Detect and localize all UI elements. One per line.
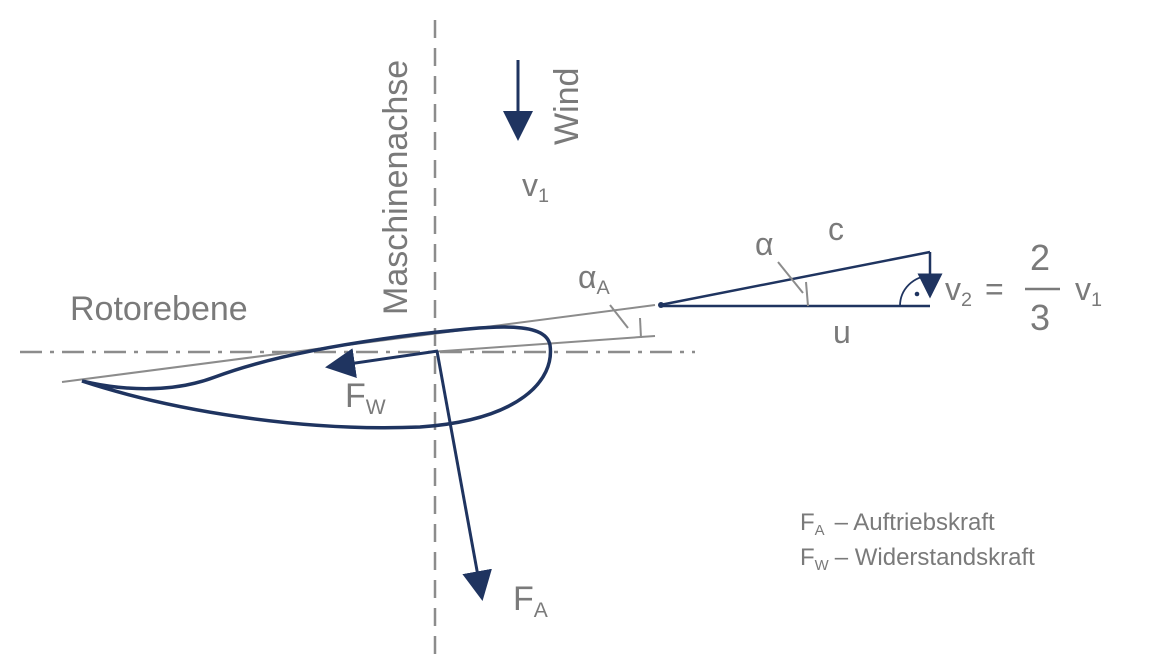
- v2-subscript: 2: [961, 289, 972, 311]
- alpha-a-tick: [639, 317, 642, 339]
- alpha-a-reference-line: [429, 335, 656, 353]
- alpha-label: α: [755, 226, 774, 262]
- alpha-a-label: αA: [578, 259, 611, 299]
- fw-main: F: [345, 377, 366, 415]
- legend-lift-symbol: F: [800, 509, 815, 536]
- legend-item-drag: FW – Widerstandskraft: [800, 544, 1035, 574]
- alpha-a-main: α: [578, 259, 597, 295]
- legend-drag-symbol: F: [800, 544, 815, 571]
- legend-drag-text: – Widerstandskraft: [835, 544, 1035, 571]
- equals-sign: =: [985, 271, 1004, 307]
- v1-main: v: [522, 167, 538, 203]
- fa-main: F: [513, 580, 534, 618]
- fa-label: FA: [513, 580, 549, 622]
- alpha-pointer: [777, 261, 804, 294]
- v1-right-main: v: [1075, 271, 1091, 307]
- fraction-numerator: 2: [1030, 237, 1050, 278]
- right-angle-dot: [914, 291, 920, 297]
- fw-arrow: [325, 348, 439, 378]
- alpha-a-pointer: [609, 304, 629, 329]
- wind-label: Wind: [548, 68, 586, 145]
- v1-right-subscript: 1: [1091, 289, 1102, 311]
- fraction-denominator: 3: [1030, 297, 1050, 338]
- fw-label: FW: [345, 377, 386, 419]
- right-angle-arc: [899, 275, 931, 307]
- fw-subscript: W: [366, 396, 386, 419]
- fa-arrow: [435, 350, 492, 601]
- v1-right-label: v1: [1075, 271, 1102, 311]
- v1-subscript: 1: [538, 185, 549, 207]
- alpha-a-subscript: A: [597, 277, 611, 299]
- fa-subscript: A: [534, 599, 549, 622]
- airfoil-profile: [81, 325, 553, 430]
- legend-lift-text: – Auftriebskraft: [835, 509, 995, 536]
- v2-label: v2: [945, 271, 972, 311]
- legend: FA– Auftriebskraft FW– Widerstandskraft: [800, 509, 1035, 574]
- v1-label: v1: [522, 167, 549, 207]
- machine-axis-label: Maschinenachse: [377, 60, 415, 315]
- legend-drag-subscript: W: [815, 558, 829, 574]
- c-vector: [659, 250, 931, 307]
- legend-item-lift: FA – Auftriebskraft: [800, 509, 995, 539]
- alpha-angle-tick: [805, 281, 809, 307]
- u-label: u: [833, 314, 851, 350]
- legend-lift-subscript: A: [815, 523, 825, 539]
- c-label: c: [828, 211, 844, 247]
- v2-main: v: [945, 271, 961, 307]
- triangle-vertex-dot: [658, 302, 664, 308]
- rotor-plane-label: Rotorebene: [70, 290, 248, 328]
